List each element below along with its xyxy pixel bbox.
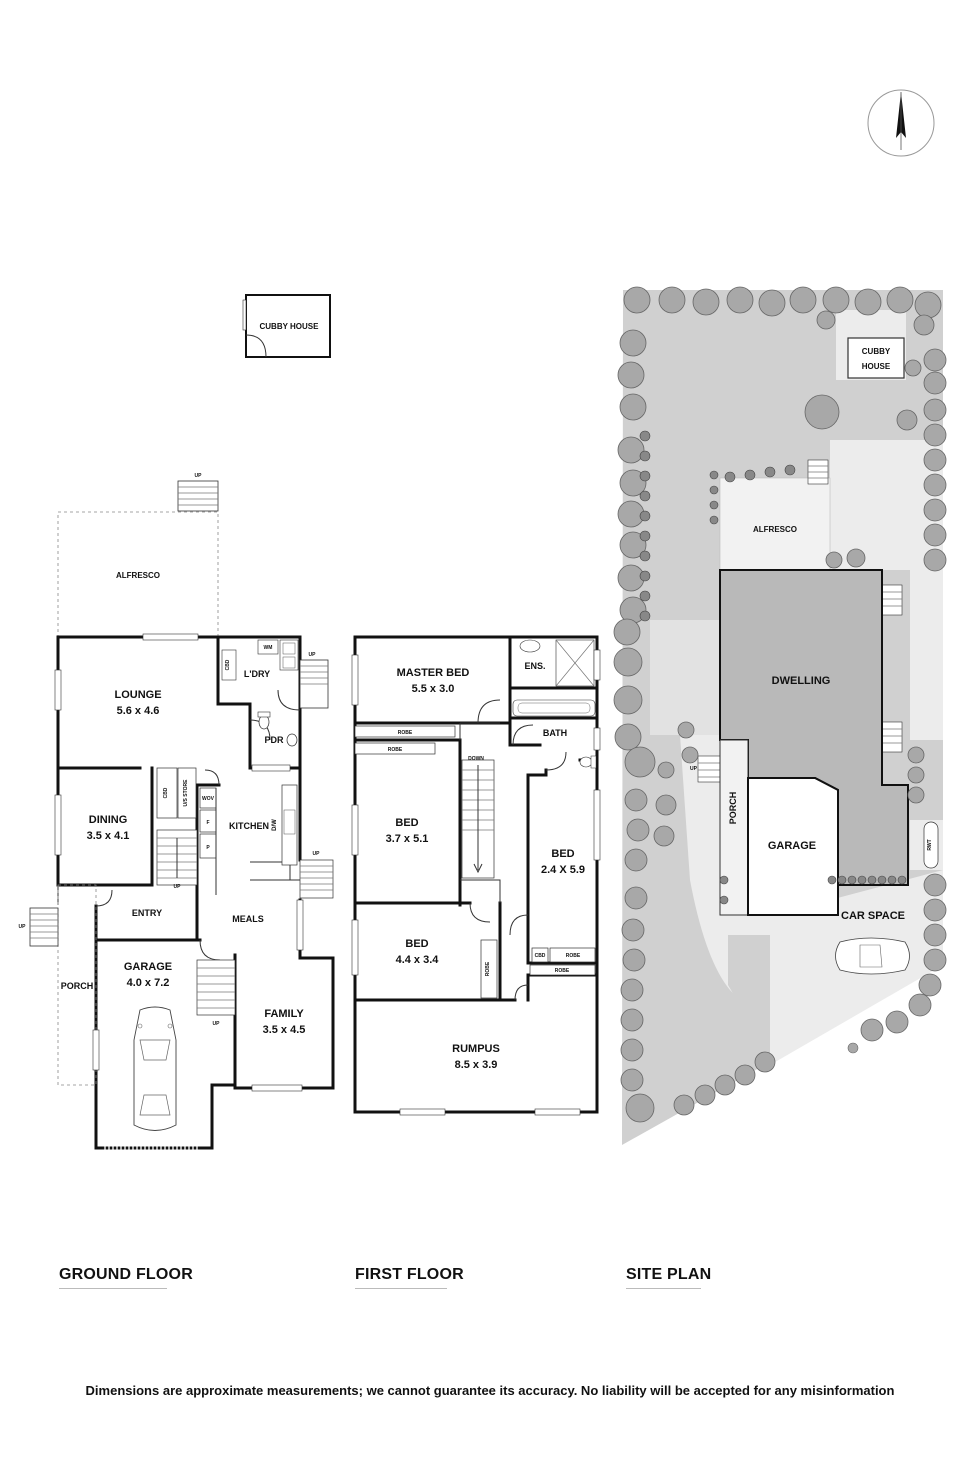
svg-text:CUBBY: CUBBY (862, 347, 891, 356)
svg-text:CBD: CBD (535, 953, 546, 959)
svg-text:ROBE: ROBE (388, 747, 403, 753)
gf-laundry-fixtures: CBD WM (221, 639, 299, 681)
ff-rumpus-label: RUMPUS (452, 1043, 500, 1055)
gf-alfresco-area (57, 511, 219, 638)
gf-family-steps: UP (299, 851, 334, 899)
svg-text:UP: UP (195, 473, 203, 479)
site-car-icon (835, 937, 910, 975)
disclaimer-text: Dimensions are approximate measurements;… (85, 1383, 895, 1398)
site-garage (747, 777, 839, 916)
svg-text:U/S STORE: U/S STORE (183, 779, 189, 807)
site-rwt-label: RWT (927, 839, 933, 850)
ground-floor-title: GROUND FLOOR (59, 1266, 193, 1283)
site-plan-title: SITE PLAN (626, 1266, 712, 1283)
ff-doors (469, 699, 567, 1001)
site-dwelling-label: DWELLING (772, 675, 831, 687)
svg-text:CBD: CBD (225, 659, 231, 670)
gf-internal-stairs: UP (156, 829, 198, 890)
first-floor-plan: ROBE ROBE ROBE CBD ROBE ROBE DOWN (351, 635, 601, 1116)
gf-windows (54, 633, 304, 1150)
svg-text:ROBE: ROBE (398, 730, 413, 736)
ff-room-labels: MASTER BED 5.5 x 3.0 ENS. BATH BED 3.7 x… (386, 661, 585, 1071)
svg-text:D/W: D/W (272, 819, 278, 831)
gf-porch-steps: UP (19, 907, 59, 947)
gf-powder-fixtures (257, 711, 298, 747)
ff-bed2-dim: 2.4 X 5.9 (541, 864, 585, 876)
svg-text:UP: UP (19, 924, 27, 930)
svg-text:WM: WM (264, 645, 273, 651)
svg-text:UP: UP (690, 766, 698, 772)
gf-room-labels: LOUNGE 5.6 x 4.6 DINING 3.5 x 4.1 KITCHE… (61, 669, 306, 1036)
gf-garage-stairs: UP (196, 959, 236, 1027)
gf-porch-area (57, 884, 97, 1086)
svg-text:UP: UP (309, 652, 317, 658)
svg-text:UP: UP (174, 884, 182, 890)
gf-alfresco-label: ALFRESCO (116, 571, 160, 580)
svg-text:UP: UP (313, 851, 321, 857)
gf-entry-label: ENTRY (132, 908, 162, 918)
svg-text:HOUSE: HOUSE (862, 362, 891, 371)
gf-dining-label: DINING (89, 814, 128, 826)
first-floor-title: FIRST FLOOR (355, 1266, 464, 1283)
ground-floor-plan: CUBBY HOUSE ALFRESCO UP (19, 294, 335, 1150)
gf-laundry-steps: UP (299, 652, 329, 709)
gf-dining-dim: 3.5 x 4.1 (87, 830, 130, 842)
site-hedge (639, 430, 907, 905)
ff-rumpus-dim: 8.5 x 3.9 (455, 1059, 498, 1071)
north-arrow-icon (867, 89, 935, 157)
ff-bed1-dim: 3.7 x 5.1 (386, 833, 429, 845)
site-plan-title-underline (626, 1288, 701, 1289)
svg-text:ROBE: ROBE (555, 968, 570, 974)
ff-bed1-label: BED (395, 817, 418, 829)
site-plan: CUBBY HOUSE ALFRESCO UP DWELLING PORCH G… (613, 286, 947, 1145)
gf-laundry-label: L'DRY (244, 669, 270, 679)
site-porch-label: PORCH (728, 792, 738, 825)
gf-lounge-dim: 5.6 x 4.6 (117, 705, 160, 717)
ff-stair: DOWN (461, 756, 495, 879)
ff-bed3-dim: 4.4 x 3.4 (396, 954, 440, 966)
ground-floor-title-underline (59, 1288, 167, 1289)
gf-family-dim: 3.5 x 4.5 (263, 1024, 306, 1036)
ff-ensuite-label: ENS. (524, 661, 545, 671)
car-icon (133, 1006, 177, 1131)
site-steps: UP (690, 459, 903, 783)
first-floor-title-underline (355, 1288, 447, 1289)
gf-powder-label: PDR (264, 735, 284, 745)
ff-master-bed-dim: 5.5 x 3.0 (412, 683, 455, 695)
gf-lounge-label: LOUNGE (114, 689, 161, 701)
gf-meals-label: MEALS (232, 914, 264, 924)
gf-porch-label: PORCH (61, 981, 94, 991)
gf-kitchen-joinery: CBD U/S STORE WOV F P D/W (156, 767, 298, 895)
gf-cubby-label: CUBBY HOUSE (260, 322, 320, 331)
svg-text:CBD: CBD (163, 787, 169, 798)
gf-garage-label: GARAGE (124, 961, 172, 973)
svg-text:P: P (206, 845, 210, 851)
ff-bed3-label: BED (405, 938, 428, 950)
ff-bath-label: BATH (543, 728, 567, 738)
svg-text:ROBE: ROBE (485, 961, 491, 976)
svg-text:DOWN: DOWN (468, 756, 484, 762)
svg-text:F: F (206, 820, 209, 826)
gf-cubby-house: CUBBY HOUSE (242, 294, 331, 358)
gf-garage-dim: 4.0 x 7.2 (127, 977, 170, 989)
gf-alfresco-steps: UP (177, 473, 219, 512)
ff-bed2-label: BED (551, 848, 574, 860)
ff-wet-fixtures (512, 639, 597, 769)
site-alfresco-label: ALFRESCO (753, 525, 797, 534)
site-car-space-label: CAR SPACE (841, 910, 905, 922)
svg-text:ROBE: ROBE (566, 953, 581, 959)
site-trees (613, 286, 947, 1123)
site-cubby-house: CUBBY HOUSE (836, 310, 906, 380)
ff-robes: ROBE ROBE ROBE CBD ROBE ROBE (354, 725, 596, 999)
ff-master-bed-label: MASTER BED (397, 667, 470, 679)
ff-windows (351, 649, 601, 1116)
site-garage-label: GARAGE (768, 840, 816, 852)
gf-family-label: FAMILY (264, 1008, 304, 1020)
gf-kitchen-label: KITCHEN (229, 821, 269, 831)
svg-text:UP: UP (213, 1021, 221, 1027)
svg-text:WOV: WOV (202, 796, 215, 802)
